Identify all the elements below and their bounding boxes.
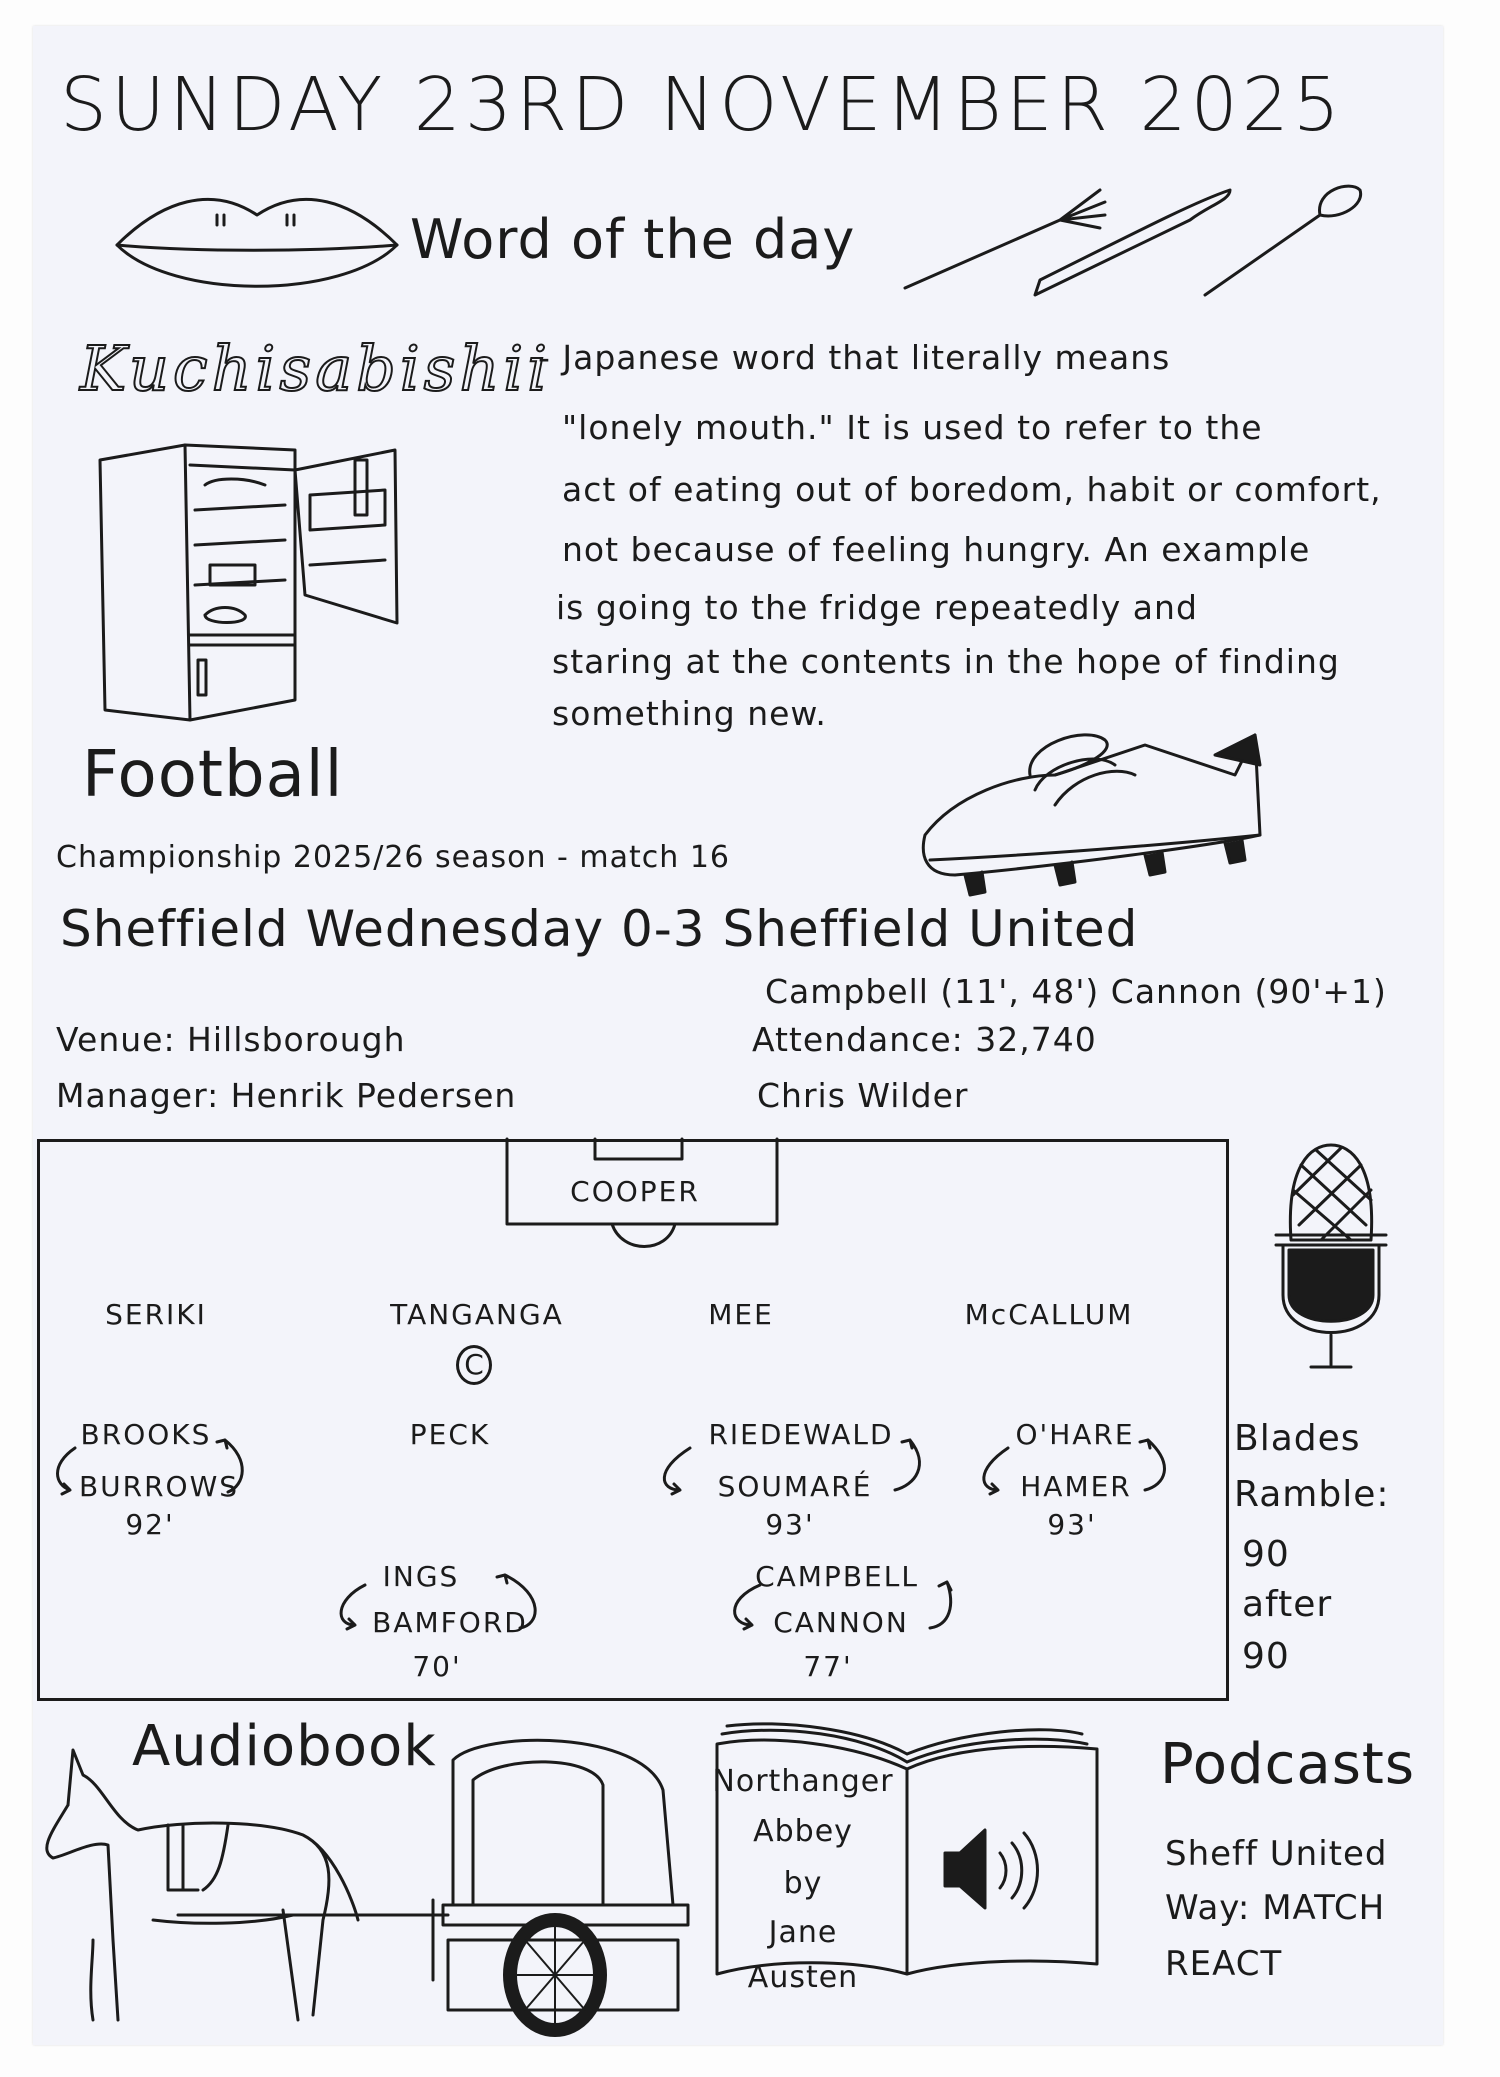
home-manager: Manager: Henrik Pedersen — [56, 1076, 517, 1115]
podcast-item: REACT — [1165, 1944, 1283, 1984]
substitute: BURROWS — [78, 1470, 240, 1503]
book-title: Abbey — [753, 1814, 853, 1849]
goal-scorers: Campbell (11', 48') Cannon (90'+1) — [765, 972, 1387, 1011]
definition-line: something new. — [552, 694, 827, 733]
substitute: BAMFORD — [372, 1606, 528, 1639]
page-title: SUNDAY 23RD NOVEMBER 2025 — [60, 62, 1344, 148]
journal-page — [33, 26, 1443, 2045]
open-book-icon — [715, 1722, 1099, 1976]
fridge-icon — [98, 443, 399, 722]
football-boot-icon — [921, 733, 1262, 897]
competition-label: Championship 2025/26 season - match 16 — [56, 840, 730, 875]
sub-minute: 70' — [412, 1650, 462, 1683]
player-forward: CAMPBELL — [755, 1560, 919, 1593]
book-author: Austen — [747, 1960, 859, 1995]
player-goalkeeper: COOPER — [570, 1175, 700, 1208]
podcast-note: Ramble: — [1234, 1474, 1390, 1515]
definition-line: staring at the contents in the hope of f… — [552, 642, 1340, 681]
match-result: Sheffield Wednesday 0-3 Sheffield United — [60, 900, 1139, 958]
podcast-note: Blades — [1234, 1418, 1361, 1459]
sub-minute: 77' — [803, 1650, 853, 1683]
sub-minute: 93' — [1047, 1508, 1097, 1541]
player-defender: MEE — [708, 1298, 774, 1331]
penalty-box — [505, 1137, 779, 1248]
word-of-the-day-term: Kuchisabishii — [79, 331, 552, 406]
sub-minute: 93' — [765, 1508, 815, 1541]
cutlery-icon — [903, 184, 1363, 297]
sub-minute: 92' — [125, 1508, 175, 1541]
podcast-item: Way: MATCH — [1165, 1888, 1386, 1928]
lips-icon — [115, 197, 399, 288]
book-title: Northanger — [712, 1764, 894, 1799]
podcasts-heading: Podcasts — [1160, 1732, 1415, 1797]
podcast-note: after — [1242, 1584, 1333, 1625]
horse-and-cart-icon — [45, 1738, 690, 2022]
definition-line: "lonely mouth." It is used to refer to t… — [562, 408, 1263, 447]
player-defender: McCALLUM — [964, 1298, 1134, 1331]
away-manager: Chris Wilder — [757, 1076, 969, 1115]
definition-line: not because of feeling hungry. An exampl… — [562, 530, 1311, 569]
substitute: SOUMARÉ — [717, 1470, 873, 1503]
audiobook-heading: Audiobook — [132, 1714, 437, 1779]
podcast-note: 90 — [1242, 1636, 1290, 1677]
player-midfielder: RIEDEWALD — [708, 1418, 894, 1451]
definition-line: is going to the fridge repeatedly and — [556, 588, 1198, 627]
substitute: HAMER — [1020, 1470, 1132, 1503]
book-author: by — [783, 1866, 823, 1901]
player-forward: INGS — [382, 1560, 460, 1593]
player-midfielder: BROOKS — [80, 1418, 212, 1451]
substitute: CANNON — [773, 1606, 909, 1639]
definition-line: act of eating out of boredom, habit or c… — [562, 470, 1382, 509]
word-of-the-day-heading: Word of the day — [410, 208, 856, 271]
speaker-icon — [943, 1828, 1039, 1910]
podcast-item: Sheff United — [1165, 1834, 1388, 1874]
player-defender: TANGANGA — [390, 1298, 564, 1331]
player-midfielder: PECK — [409, 1418, 491, 1451]
book-author: Jane — [768, 1915, 838, 1950]
player-defender: SERIKI — [105, 1298, 207, 1331]
attendance: Attendance: 32,740 — [752, 1020, 1097, 1059]
cart-wheel-icon — [503, 1913, 607, 2037]
microphone-icon — [1274, 1143, 1388, 1369]
player-midfielder: O'HARE — [1015, 1418, 1135, 1451]
football-heading: Football — [82, 738, 344, 812]
definition-line: - Japanese word that literally means — [538, 338, 1171, 377]
podcast-note: 90 — [1242, 1534, 1290, 1575]
lineup-pitch — [37, 1139, 1229, 1701]
venue: Venue: Hillsborough — [56, 1020, 406, 1059]
captain-badge: C — [456, 1345, 492, 1385]
